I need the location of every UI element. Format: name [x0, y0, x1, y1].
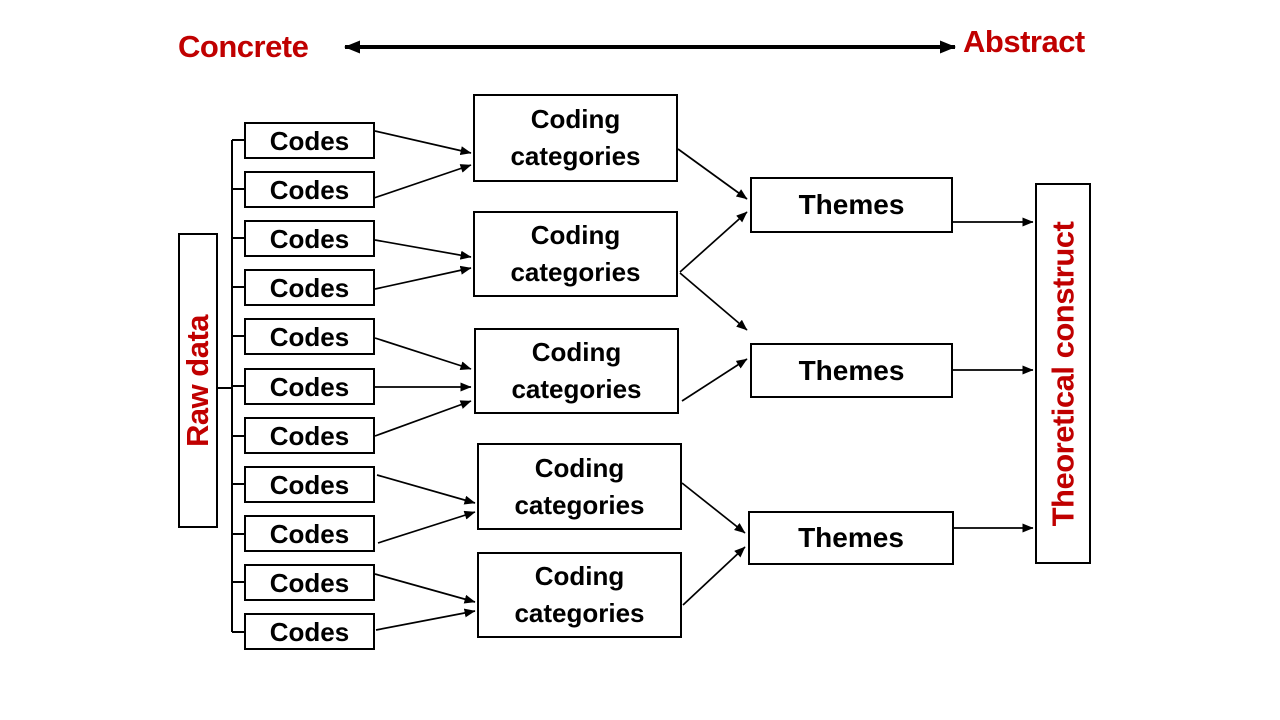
codes-box-1: Codes	[244, 122, 375, 159]
coding-categories-box-3: Coding categories	[474, 328, 679, 414]
raw-data-box: Raw data	[178, 233, 218, 528]
connector-line	[374, 239, 472, 260]
connector-line	[679, 211, 748, 273]
codes-box-4: Codes	[244, 269, 375, 306]
connector-line	[679, 272, 748, 331]
connector-line	[681, 358, 748, 402]
codes-box-5: Codes	[244, 318, 375, 355]
themes-box-3: Themes	[748, 511, 954, 565]
connector-line	[682, 546, 746, 606]
connector-line	[374, 337, 472, 371]
codes-box-11: Codes	[244, 613, 375, 650]
codes-box-7: Codes	[244, 417, 375, 454]
codes-box-9: Codes	[244, 515, 375, 552]
theoretical-construct-label: Theoretical construct	[1045, 221, 1080, 526]
raw-data-label: Raw data	[180, 314, 216, 447]
connector-line	[374, 265, 472, 290]
themes-box-2: Themes	[750, 343, 953, 398]
themes-box-1: Themes	[750, 177, 953, 233]
coding-categories-box-1: Coding categories	[473, 94, 678, 182]
connector-line	[373, 164, 472, 199]
coding-categories-box-5: Coding categories	[477, 552, 682, 638]
connector-line	[376, 474, 476, 505]
axis-label-concrete: Concrete	[178, 29, 309, 64]
connector-line	[374, 130, 472, 156]
codes-box-6: Codes	[244, 368, 375, 405]
connector-line	[374, 573, 476, 604]
connector-line	[374, 400, 472, 437]
codes-box-8: Codes	[244, 466, 375, 503]
connector-line	[375, 608, 476, 631]
axis-label-abstract: Abstract	[963, 24, 1085, 59]
codes-box-3: Codes	[244, 220, 375, 257]
theoretical-construct-box: Theoretical construct	[1035, 183, 1091, 564]
codes-box-10: Codes	[244, 564, 375, 601]
codes-box-2: Codes	[244, 171, 375, 208]
coding-categories-box-2: Coding categories	[473, 211, 678, 297]
connector-line	[677, 148, 748, 200]
coding-categories-box-4: Coding categories	[477, 443, 682, 530]
connector-line	[681, 482, 746, 534]
connector-line	[377, 510, 476, 544]
